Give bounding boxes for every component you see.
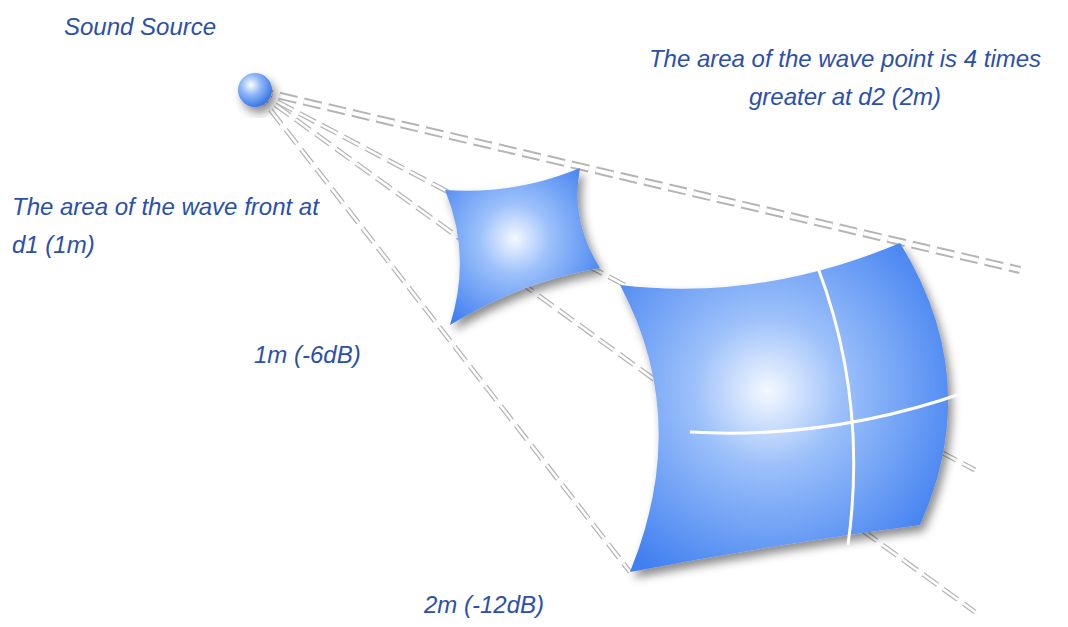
projection-line: [255, 90, 630, 572]
projection-line: [255, 90, 975, 612]
line-shadow: [255, 90, 1020, 612]
projection-line: [255, 90, 975, 612]
annotation-label: 2m (-12dB): [424, 586, 544, 624]
annotation-label: The area of the wave point is 4 times gr…: [640, 40, 1050, 116]
projection-line: [255, 90, 630, 572]
projection-line: [255, 90, 1020, 270]
annotation-label: Sound Source: [64, 8, 216, 46]
small-wavefront: [445, 168, 600, 325]
projection-lines: [255, 90, 1020, 612]
grid-line: [818, 268, 854, 545]
sound-source-ball: [238, 73, 272, 107]
large-wavefront: [620, 243, 948, 572]
grid-line: [690, 392, 966, 433]
annotation-label: The area of the wave front at d1 (1m): [12, 188, 330, 264]
annotation-label: 1m (-6dB): [254, 336, 361, 374]
line-core: [255, 90, 1020, 612]
projection-line: [255, 90, 1020, 270]
